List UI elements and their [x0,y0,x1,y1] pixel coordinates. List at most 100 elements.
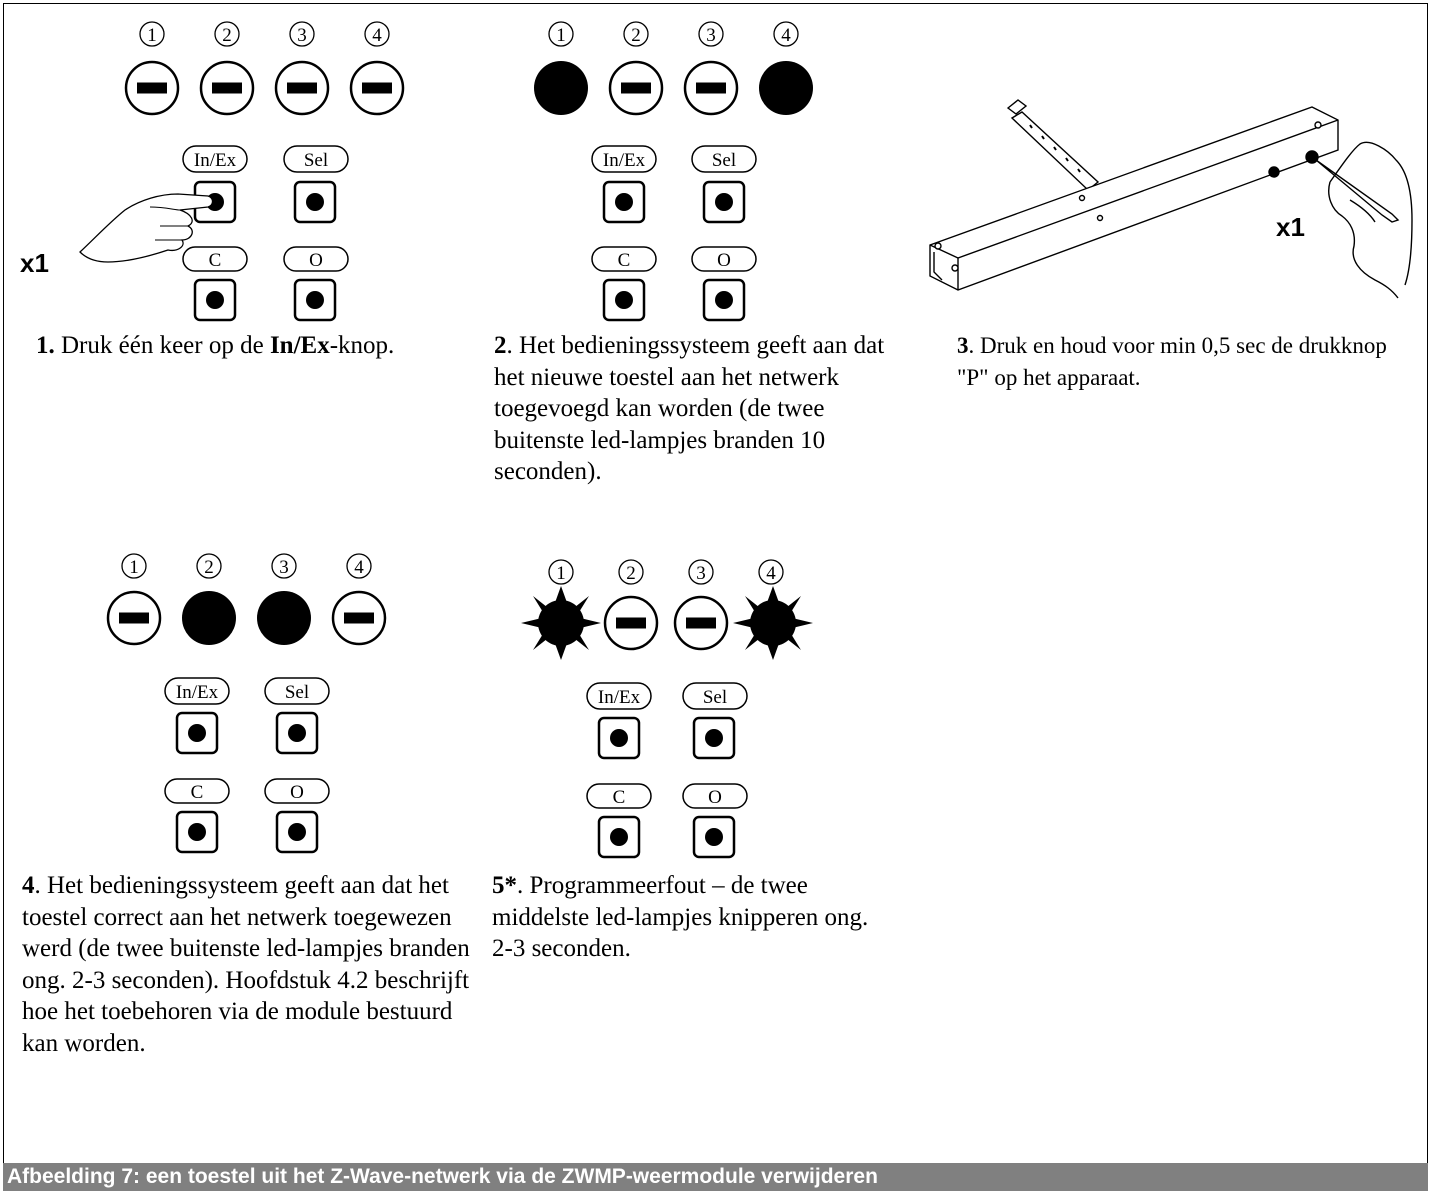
svg-text:In/Ex: In/Ex [603,150,646,171]
open-label: O [264,778,330,804]
actuator-device-icon [929,99,1339,291]
press-count-3: x1 [1276,212,1305,242]
open-label: O [283,246,349,272]
led-number-4: 4 [364,21,390,47]
svg-text:C: C [191,782,204,803]
step-2-text: 2. Het bedieningssysteem geeft aan dat h… [494,330,914,488]
step-1-text: 1. Druk één keer op de In/Ex-knop. [22,330,477,362]
panel-5: 1 2 3 4 In/Ex Sel C O [521,559,813,859]
step-2-body: . Het bedieningssysteem geeft aan dat he… [494,332,885,485]
svg-text:4: 4 [372,25,382,46]
svg-text:In/Ex: In/Ex [176,682,219,703]
led-number-3: 3 [271,553,297,579]
step-1-tail: -knop. [329,332,395,359]
svg-text:In/Ex: In/Ex [194,150,237,171]
open-button[interactable] [275,810,319,854]
sel-button[interactable] [293,180,337,224]
led-number-4: 4 [773,21,799,47]
sel-button[interactable] [702,180,746,224]
panel-1: 1 2 3 4 In/Ex Sel C O x1 [20,21,405,322]
step-1-body: Druk één keer op de [54,332,270,359]
svg-text:3: 3 [297,25,307,46]
svg-text:1: 1 [556,25,566,46]
svg-text:2: 2 [222,25,232,46]
close-button[interactable] [602,278,646,322]
svg-text:Sel: Sel [304,150,328,171]
svg-text:Sel: Sel [703,687,727,708]
hand-with-pen-icon [1315,141,1413,299]
led-off-1 [124,60,180,116]
close-label: C [182,246,248,272]
step-3-body: . Druk en houd voor min 0,5 sec de drukk… [957,333,1387,390]
step-4-text: 4. Het bedieningssysteem geeft aan dat h… [22,870,488,1059]
close-button[interactable] [175,810,219,854]
step-4-body: . Het bedieningssysteem geeft aan dat he… [22,872,470,1057]
open-button[interactable] [692,815,736,859]
led-number-1: 1 [548,21,574,47]
led-number-1: 1 [121,553,147,579]
close-button[interactable] [597,815,641,859]
panel-3: x1 [929,99,1413,299]
svg-text:O: O [290,782,304,803]
led-blinking-1 [521,586,601,660]
led-off-4 [349,60,405,116]
sel-button[interactable] [275,711,319,755]
inex-label: In/Ex [586,682,652,710]
sel-button[interactable] [692,716,736,760]
led-off-2 [199,60,255,116]
step-1-bold: In/Ex [269,332,330,359]
svg-text:1: 1 [147,25,157,46]
led-number-3: 3 [289,21,315,47]
led-number-4: 4 [758,559,784,585]
open-button[interactable] [293,278,337,322]
panel-4: 1 2 3 4 In/Ex Sel C O [106,553,387,854]
svg-text:2: 2 [204,557,214,578]
led-number-1: 1 [139,21,165,47]
led-off-2 [603,595,659,651]
led-off-1 [106,590,162,646]
svg-text:1: 1 [556,563,566,584]
svg-text:4: 4 [766,563,776,584]
svg-text:3: 3 [696,563,706,584]
step-2-number: 2 [494,332,507,359]
svg-text:In/Ex: In/Ex [598,687,641,708]
open-button[interactable] [702,278,746,322]
step-4-number: 4 [22,872,35,899]
svg-text:2: 2 [631,25,641,46]
svg-text:3: 3 [706,25,716,46]
figure-caption: Afbeelding 7: een toestel uit het Z-Wave… [3,1163,1428,1191]
led-off-3 [274,60,330,116]
led-number-3: 3 [698,21,724,47]
inex-button[interactable] [602,180,646,224]
sel-label: Sel [682,682,748,710]
led-off-4 [331,590,387,646]
led-on-4 [759,61,813,115]
step-3-text: 3. Druk en houd voor min 0,5 sec de druk… [957,330,1397,393]
led-number-4: 4 [346,553,372,579]
inex-button[interactable] [175,711,219,755]
led-blinking-4 [733,586,813,660]
led-number-2: 2 [623,21,649,47]
led-off-3 [673,595,729,651]
inex-button[interactable] [597,716,641,760]
led-number-3: 3 [688,559,714,585]
step-5-text: 5*. Programmeerfout – de twee middelste … [492,870,892,965]
press-count-1: x1 [20,248,49,278]
led-number-2: 2 [618,559,644,585]
close-label: C [586,783,652,809]
sel-label: Sel [691,145,757,173]
led-number-1: 1 [548,559,574,585]
close-button[interactable] [193,278,237,322]
step-5-body: . Programmeerfout – de twee middelste le… [492,872,869,962]
step-1-number: 1. [36,332,55,359]
svg-text:O: O [309,250,323,271]
inex-label: In/Ex [182,145,248,173]
open-label: O [682,783,748,809]
sel-label: Sel [264,677,330,705]
led-on-2 [182,591,236,645]
inex-label: In/Ex [164,677,230,705]
led-number-2: 2 [214,21,240,47]
sel-label: Sel [283,145,349,173]
svg-text:O: O [717,250,731,271]
